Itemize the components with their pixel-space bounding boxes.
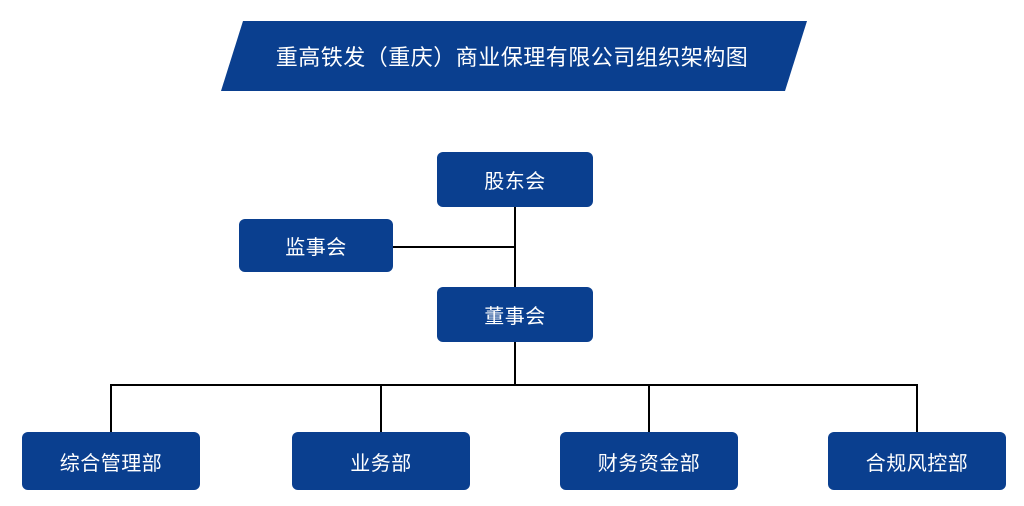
connector-drop-general-admin xyxy=(110,384,112,432)
node-finance-department[interactable]: 财务资金部 xyxy=(560,432,738,490)
node-business-department[interactable]: 业务部 xyxy=(292,432,470,490)
node-shareholders-meeting[interactable]: 股东会 xyxy=(437,152,593,207)
chart-title-banner: 重高铁发（重庆）商业保理有限公司组织架构图 xyxy=(221,21,807,91)
banner-parallelogram-shape xyxy=(221,21,807,91)
connector-shareholders-to-directors xyxy=(514,207,516,287)
node-general-admin-department[interactable]: 综合管理部 xyxy=(22,432,200,490)
node-label-board-of-directors: 董事会 xyxy=(484,306,546,328)
connector-department-bus xyxy=(111,384,917,386)
node-compliance-department[interactable]: 合规风控部 xyxy=(828,432,1006,490)
node-board-of-supervisors[interactable]: 监事会 xyxy=(239,219,393,272)
connector-supervisors-to-spine xyxy=(393,246,515,248)
node-label-business-department: 业务部 xyxy=(350,452,412,475)
node-board-of-directors[interactable]: 董事会 xyxy=(437,287,593,342)
connector-drop-finance xyxy=(648,384,650,432)
node-label-finance-department: 财务资金部 xyxy=(597,452,701,475)
chart-title-text: 重高铁发（重庆）商业保理有限公司组织架构图 xyxy=(275,45,749,70)
node-label-compliance-department: 合规风控部 xyxy=(865,452,969,475)
node-label-shareholders-meeting: 股东会 xyxy=(484,171,546,193)
connector-drop-business xyxy=(380,384,382,432)
node-label-board-of-supervisors: 监事会 xyxy=(285,237,347,259)
connector-directors-drop xyxy=(514,342,516,385)
node-label-general-admin-department: 综合管理部 xyxy=(59,452,163,475)
connector-drop-compliance xyxy=(916,384,918,432)
